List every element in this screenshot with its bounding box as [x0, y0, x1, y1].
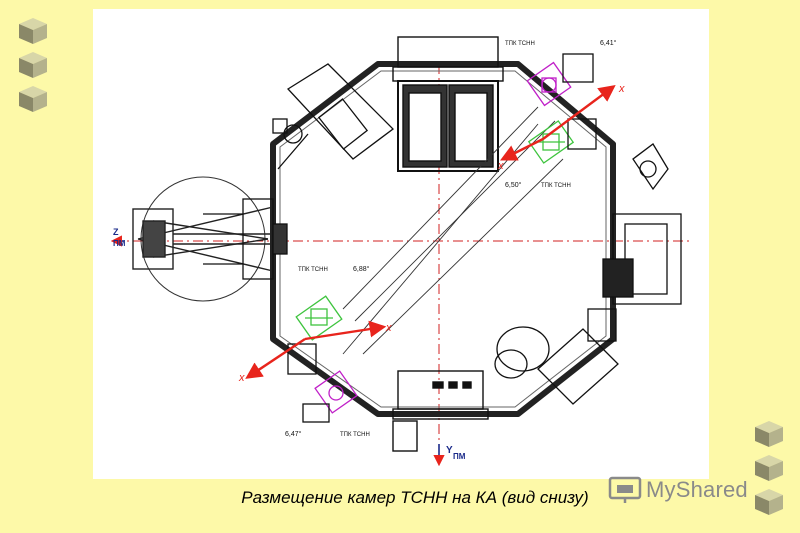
sight-lines	[342, 106, 564, 355]
diagram-caption: Размещение камер ТСНН на КА (вид снизу)	[241, 488, 589, 507]
spacecraft-diagram: x x x x Z ПМ Y ПМ 6,41° 6,50° 6,88° 6,47…	[110, 36, 693, 467]
cube-icon	[19, 52, 47, 78]
y-axis-sub: ПМ	[453, 452, 466, 461]
upper-left-equipment	[272, 63, 394, 170]
camera-magenta-bottom	[314, 370, 358, 414]
cube-icon	[19, 86, 47, 112]
axis-label-x3: x	[238, 372, 245, 384]
angle-label-1: 6,41°	[600, 39, 617, 47]
upper-right-bracket	[562, 53, 597, 150]
top-module	[392, 36, 504, 172]
z-axis-label: Z	[113, 227, 119, 237]
cube-icon	[755, 421, 783, 447]
watermark-text: MyShared	[646, 477, 748, 502]
cube-icon	[755, 489, 783, 515]
diagram-panel: x x x x Z ПМ Y ПМ 6,41° 6,50° 6,88° 6,47…	[93, 9, 709, 479]
bottom-module	[392, 370, 489, 452]
camera-green-bottom	[295, 295, 343, 341]
camera-tag-4: ТПК ТСНН	[340, 432, 370, 438]
axis-arrow-x3	[245, 338, 306, 379]
axis-label-x4: x	[385, 322, 392, 334]
camera-tag-2: ТПК ТСНН	[541, 183, 571, 189]
left-attachment	[203, 198, 288, 280]
axis-label-x2: x	[497, 160, 504, 172]
angle-label-4: 6,47°	[285, 430, 302, 438]
right-equipment	[602, 143, 682, 305]
cube-icon	[19, 18, 47, 44]
angle-label-3: 6,88°	[353, 265, 370, 273]
angle-label-2: 6,50°	[505, 181, 522, 189]
y-axis-label: Y	[446, 445, 453, 456]
watermark-logo-icon	[608, 476, 642, 503]
camera-tag-1: ТПК ТСНН	[505, 41, 535, 47]
camera-tag-3: ТПК ТСНН	[298, 267, 328, 273]
axis-arrow-x2	[499, 137, 544, 161]
axis-label-x1: x	[618, 83, 625, 95]
cube-icon	[755, 455, 783, 481]
boom-truss	[132, 206, 274, 272]
axis-arrow-x4	[304, 320, 387, 341]
lower-right-equipment	[494, 308, 619, 405]
z-axis-sub: ПМ	[113, 239, 126, 248]
camera-magenta-top	[526, 61, 572, 107]
axis-arrow-x1	[542, 84, 616, 140]
lower-left-bracket	[287, 343, 330, 423]
